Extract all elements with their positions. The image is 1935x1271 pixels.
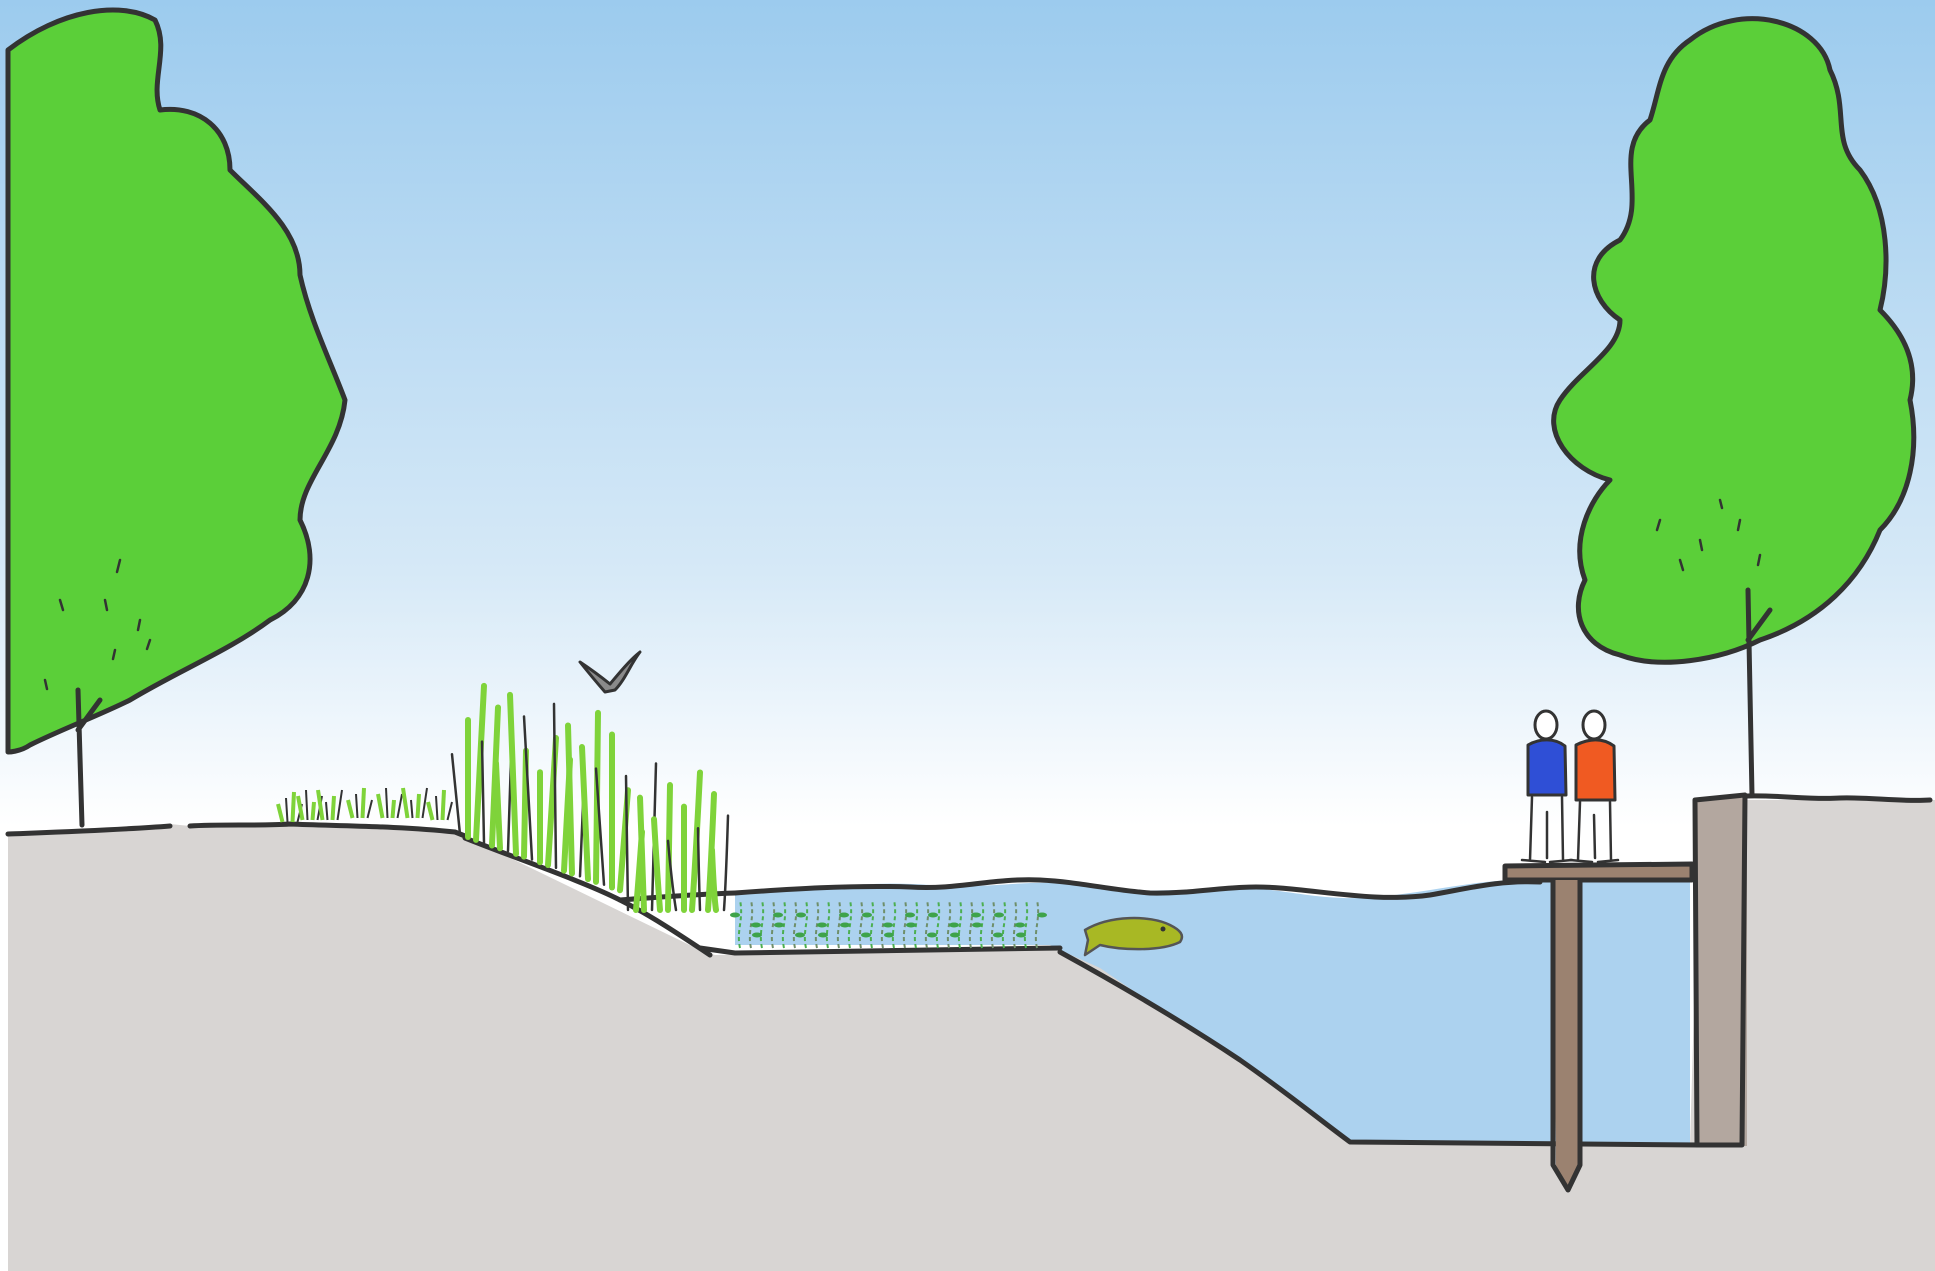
submerged-plant-leaf [840, 923, 850, 928]
submerged-plant-leaf [861, 933, 871, 938]
grass-blade [313, 802, 315, 820]
quay-wall [1697, 798, 1747, 1146]
person-torso-orange [1576, 740, 1615, 800]
submerged-plant-leaf [905, 913, 915, 918]
submerged-plant-leaf [971, 913, 981, 918]
submerged-plant-leaf [774, 923, 784, 928]
grass-blade [393, 800, 395, 818]
submerged-plant-leaf [796, 913, 806, 918]
fish-eye [1161, 927, 1166, 932]
dock-pile [1553, 880, 1580, 1190]
reed-stem [496, 763, 500, 848]
person-torso-blue [1528, 740, 1566, 795]
submerged-plant-leaf [773, 913, 783, 918]
person-head [1535, 711, 1557, 739]
submerged-plant-leaf [795, 933, 805, 938]
submerged-plant-leaf [839, 913, 849, 918]
submerged-plant-leaf [751, 923, 761, 928]
reed-stem [640, 798, 644, 910]
submerged-plant-leaf [883, 923, 893, 928]
submerged-plant-leaf [972, 923, 982, 928]
grass-blade [333, 796, 335, 820]
submerged-plant-leaf [1015, 923, 1025, 928]
grass-blade [418, 794, 420, 818]
submerged-plant-leaf [927, 933, 937, 938]
reed-stem [712, 850, 716, 910]
submerged-plant-leaf [730, 913, 740, 918]
submerged-plant-leaf [884, 933, 894, 938]
submerged-plant-leaf [862, 913, 872, 918]
submerged-plant-leaf [817, 923, 827, 928]
submerged-plant-leaf [1016, 933, 1026, 938]
grass-blade [363, 788, 365, 818]
submerged-plant-leaf [949, 923, 959, 928]
submerged-plant-leaf [928, 913, 938, 918]
submerged-plant-leaf [993, 933, 1003, 938]
submerged-plant-leaf [950, 933, 960, 938]
submerged-plant-leaf [752, 933, 762, 938]
submerged-plant-leaf [906, 923, 916, 928]
person-head [1583, 711, 1605, 739]
grass-blade [293, 792, 295, 822]
submerged-plant-leaf [994, 913, 1004, 918]
reed-stem [568, 725, 572, 873]
grass-blade [443, 790, 445, 820]
submerged-plant-leaf [1037, 913, 1047, 918]
submerged-plant-leaf [818, 933, 828, 938]
